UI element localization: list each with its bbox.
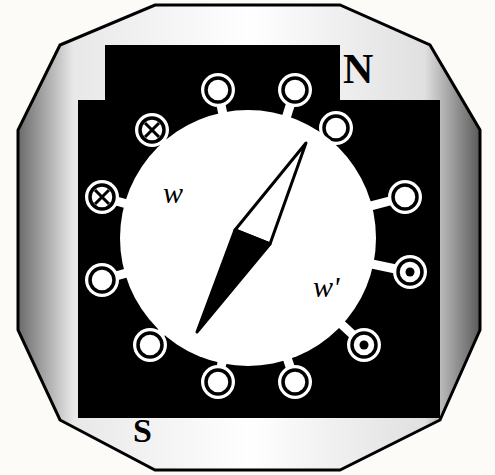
conductor [324,116,348,140]
needle-north [235,143,306,244]
wire-label: w' [313,272,339,302]
conductor-ring [85,263,119,297]
current-into-page [95,190,109,204]
conductor [90,185,114,209]
conductor [206,78,230,102]
conductor-ring [133,328,167,362]
conductor-ring [388,180,422,214]
conductor-ring [201,73,235,107]
dark-panel [78,45,440,418]
conductor [206,370,230,394]
conductor [140,118,164,142]
conductor [90,268,114,292]
conductor-ring [278,365,312,399]
conductor-ring [393,255,427,289]
conductor [283,78,307,102]
south-label: S [133,414,152,448]
conductor [283,370,307,394]
conductor [138,333,162,357]
compass-dial [120,110,376,366]
current-out-of-page [360,341,369,350]
compass-housing [18,5,480,470]
conductor-ring [347,328,381,362]
conductor [398,260,422,284]
current-into-page [95,190,109,204]
wire-label: w [163,178,183,208]
current-out-of-page [406,268,415,277]
conductor [352,333,376,357]
conductor-ring [85,73,427,399]
conductor-ring [278,73,312,107]
conductor-ring [85,180,119,214]
conductor-ring [201,365,235,399]
needle-south [197,230,270,332]
current-into-page [145,123,159,137]
north-label: N [343,48,373,90]
conductor [393,185,417,209]
current-into-page [145,123,159,137]
